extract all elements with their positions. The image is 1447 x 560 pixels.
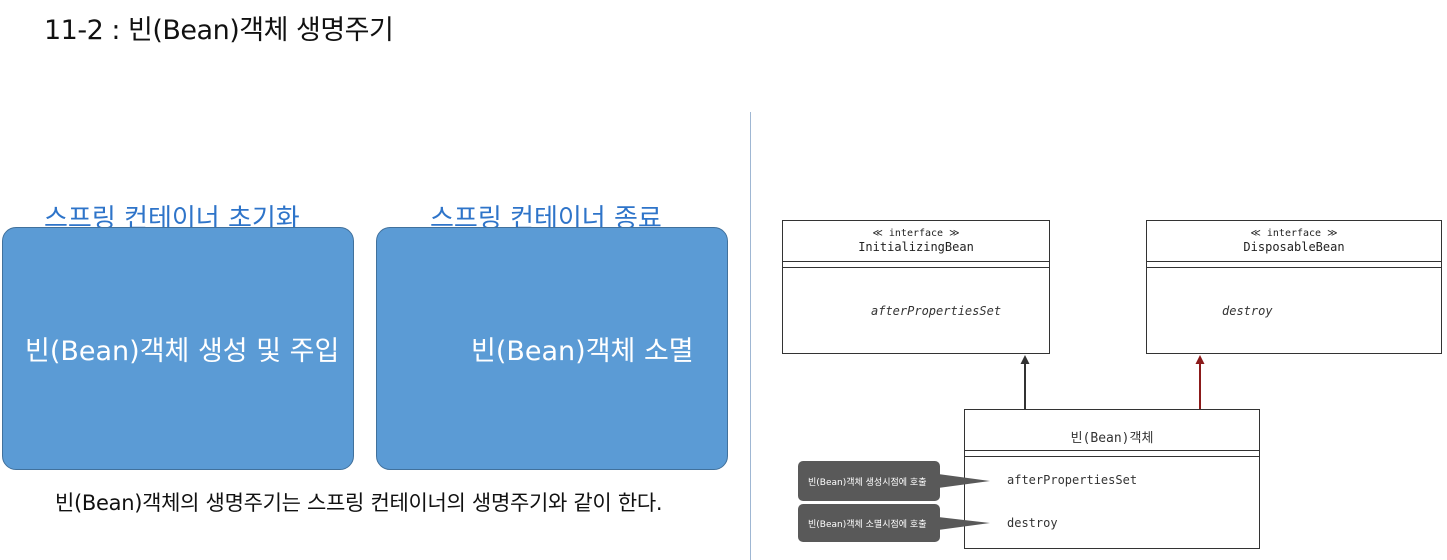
bean-create-box: 빈(Bean)객체 생성 및 주입	[2, 227, 354, 470]
separator	[1147, 267, 1441, 268]
lifecycle-caption: 빈(Bean)객체의 생명주기는 스프링 컨테이너의 생명주기와 같이 한다.	[55, 491, 663, 515]
class-header: ≪ interface ≫ InitializingBean	[783, 221, 1049, 261]
page-title: 11-2 : 빈(Bean)객체 생명주기	[44, 15, 394, 46]
operation-label: destroy	[1007, 516, 1058, 530]
stereotype-label: ≪ interface ≫	[872, 228, 960, 239]
operation-label: destroy	[1222, 304, 1273, 318]
disposable-bean-class: ≪ interface ≫ DisposableBean destroy	[1146, 220, 1442, 354]
note-pointer	[938, 474, 990, 488]
bean-object-class: 빈(Bean)객체 afterPropertiesSet destroy	[964, 409, 1260, 549]
separator	[783, 267, 1049, 268]
class-name: 빈(Bean)객체	[1070, 431, 1154, 446]
separator	[1147, 261, 1441, 262]
bean-destroy-label: 빈(Bean)객체 소멸	[471, 336, 694, 367]
init-arrow	[1020, 355, 1030, 409]
class-header: ≪ interface ≫ DisposableBean	[1147, 221, 1441, 261]
separator	[783, 261, 1049, 262]
class-name: InitializingBean	[858, 240, 974, 254]
destroy-callout: 빈(Bean)객체 소멸시점에 호출	[798, 504, 940, 542]
note-pointer	[938, 517, 990, 530]
destroy-callout-text: 빈(Bean)객체 소멸시점에 호출	[808, 519, 927, 530]
separator	[965, 456, 1259, 457]
class-name: DisposableBean	[1243, 240, 1345, 254]
create-callout-text: 빈(Bean)객체 생성시점에 호출	[808, 477, 927, 488]
operation-label: afterPropertiesSet	[871, 304, 1002, 318]
destroy-arrow	[1195, 355, 1205, 409]
create-callout: 빈(Bean)객체 생성시점에 호출	[798, 461, 940, 501]
bean-destroy-box: 빈(Bean)객체 소멸	[376, 227, 728, 470]
initializing-bean-class: ≪ interface ≫ InitializingBean afterProp…	[782, 220, 1050, 354]
divider	[750, 112, 751, 560]
separator	[965, 450, 1259, 451]
operation-label: afterPropertiesSet	[1007, 473, 1138, 487]
stereotype-label: ≪ interface ≫	[1250, 228, 1338, 239]
bean-create-label: 빈(Bean)객체 생성 및 주입	[25, 336, 340, 367]
